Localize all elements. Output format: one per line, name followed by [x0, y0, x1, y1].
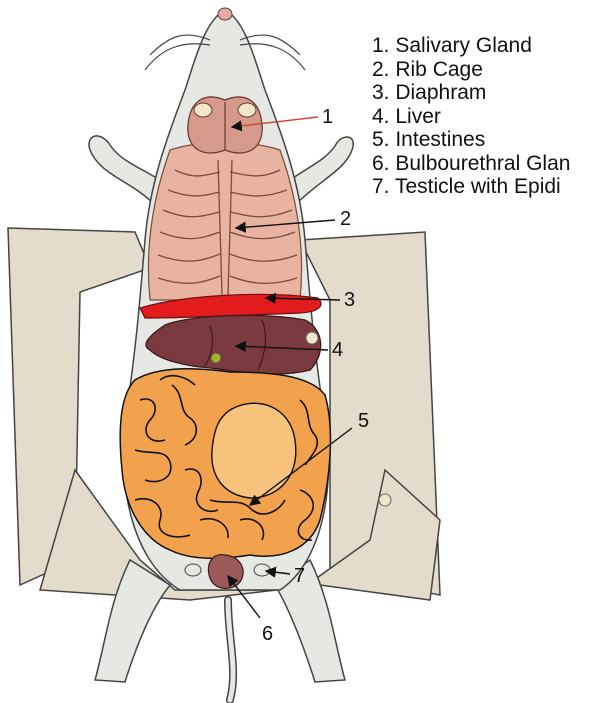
- legend-item-intestines: 5. Intestines: [372, 128, 598, 152]
- gallbladder: [211, 353, 221, 363]
- label-6: 6: [262, 623, 273, 645]
- legend-item-diaphram: 3. Diaphram: [372, 81, 598, 105]
- front-leg-right: [290, 137, 353, 205]
- lymph-node-left: [194, 103, 212, 117]
- pin: [306, 332, 318, 344]
- rib-cage: [148, 143, 301, 301]
- label-3: 3: [344, 289, 355, 311]
- nose: [218, 8, 232, 20]
- lymph-node-right: [238, 103, 256, 117]
- label-5: 5: [358, 410, 369, 432]
- bulbourethral-gland: [208, 555, 243, 589]
- pin: [379, 494, 391, 506]
- testicle-right: [254, 564, 270, 576]
- legend-item-testicle: 7. Testicle with Epidi: [372, 175, 598, 199]
- label-2: 2: [340, 208, 351, 230]
- label-7: 7: [294, 565, 305, 587]
- legend-item-liver: 4. Liver: [372, 105, 598, 129]
- label-4: 4: [332, 339, 343, 361]
- label-1: 1: [322, 106, 333, 128]
- testicle-left: [185, 564, 201, 576]
- front-leg-left: [89, 136, 160, 205]
- legend-item-bulbourethral-gland: 6. Bulbourethral Glan: [372, 152, 598, 176]
- legend: 1. Salivary Gland 2. Rib Cage 3. Diaphra…: [372, 34, 598, 199]
- legend-item-salivary-gland: 1. Salivary Gland: [372, 34, 598, 58]
- stomach: [212, 403, 296, 498]
- legend-item-rib-cage: 2. Rib Cage: [372, 58, 598, 82]
